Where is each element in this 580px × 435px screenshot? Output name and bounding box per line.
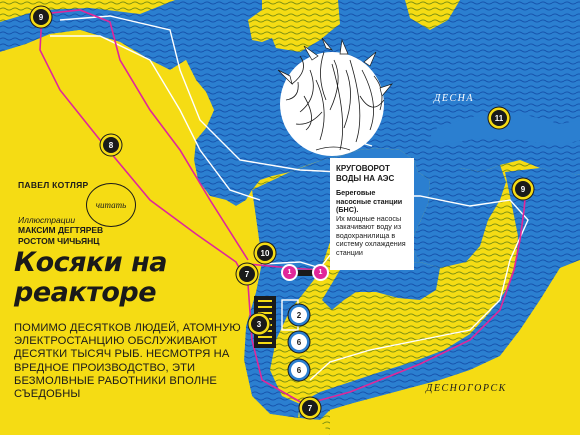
article-title: Косяки на реакторе bbox=[14, 247, 167, 308]
marker-7-left[interactable]: 7 bbox=[239, 266, 255, 282]
marker-6-a[interactable]: 6 bbox=[291, 334, 307, 350]
marker-3[interactable]: 3 bbox=[251, 316, 267, 332]
read-button[interactable]: читать bbox=[86, 183, 136, 227]
illustrations-label: Иллюстрации bbox=[18, 215, 76, 225]
info-box-water-cycle: КРУГОВОРОТ ВОДЫ НА АЭС Береговые насосны… bbox=[330, 158, 414, 270]
marker-8[interactable]: 8 bbox=[103, 137, 119, 153]
info-box-subheading: Береговые насосные станции (БНС). bbox=[336, 188, 403, 214]
marker-7-bottom[interactable]: 7 bbox=[302, 400, 318, 416]
info-box-heading: КРУГОВОРОТ ВОДЫ НА АЭС bbox=[336, 164, 395, 183]
article-lead: Помимо десятков людей, атомную электрост… bbox=[14, 322, 241, 401]
marker-1-b[interactable]: 1 bbox=[314, 266, 327, 279]
marker-2[interactable]: 2 bbox=[291, 307, 307, 323]
town-label: ДЕСНОГОРСК bbox=[426, 383, 507, 394]
info-box-body: Их мощные насосы закачивают воду из водо… bbox=[336, 213, 406, 257]
marker-10[interactable]: 10 bbox=[257, 245, 273, 261]
river-label: ДЕСНА bbox=[434, 93, 474, 104]
marker-9-top[interactable]: 9 bbox=[33, 9, 49, 25]
marker-11[interactable]: 11 bbox=[491, 110, 507, 126]
author-name: ПАВЕЛ КОТЛЯР bbox=[18, 180, 89, 190]
marker-6-b[interactable]: 6 bbox=[291, 362, 307, 378]
marker-9-right[interactable]: 9 bbox=[515, 181, 531, 197]
fish-school-ball bbox=[277, 37, 394, 156]
marker-1-a[interactable]: 1 bbox=[283, 266, 296, 279]
illustrators-names: МАКСИМ ДЕГТЯРЕВ РОСТОМ ЧИЧЬЯНЦ bbox=[18, 225, 104, 246]
